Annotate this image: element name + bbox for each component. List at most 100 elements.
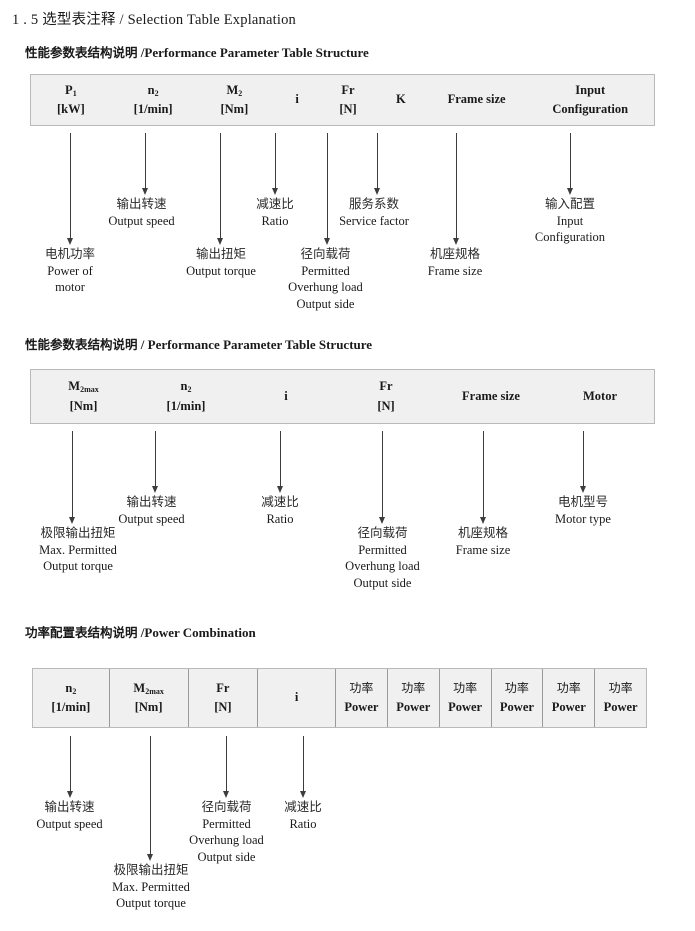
label-cn: 输出转速 [116,196,167,211]
table-cell: 功率 Power [335,669,387,727]
annotation-label: 电机型号 Motor type [538,494,628,527]
table-cell: Frame size [427,75,527,125]
label-cn: 径向载荷 [357,525,408,540]
cell-line-2: Power [344,699,379,714]
annotation-label: 机座规格 Frame size [438,525,528,558]
cell-line-2: Power [551,699,586,714]
cell-line-1: M2 [226,82,243,98]
cell-line-2: K [395,92,406,107]
section-title-cn: 选型表注释 [42,12,116,28]
cell-line-1: Fr [379,379,393,394]
table-cell: n2 [1/min] [136,370,236,423]
table-cell: n2 [1/min] [33,669,109,727]
cell-line-1: Fr [216,680,230,695]
block-heading-en: Power Combination [144,625,256,640]
cell-line-1: M2max [68,379,99,395]
label-en: motor [55,280,85,294]
label-en: Configuration [534,230,606,244]
cell-line-1: M2max [133,680,164,696]
label-en: Overhung load [288,280,363,294]
label-cn: 极限输出扭矩 [40,525,116,540]
arrow-down-icon [378,431,387,524]
block-heading-performance-1: 性能参数表结构说明 /Performance Parameter Table S… [25,42,369,61]
annotation-label: 径向载荷 Permitted Overhung load Output side [268,246,383,312]
label-en: Output speed [118,511,185,526]
label-en: Output torque [116,896,186,910]
label-cn: 减速比 [261,494,299,509]
label-en: Frame size [455,542,511,557]
arrow-down-icon [271,133,280,195]
table-cell: Frame size [436,370,546,423]
table-cell: Motor [546,370,654,423]
cell-line-2: Configuration [552,102,629,116]
block-heading-en: Performance Parameter Table Structure [144,45,369,60]
label-cn: 径向载荷 [300,246,351,261]
annotation-label: 输出扭矩 Output torque [172,246,270,279]
label-en: Output side [296,296,355,311]
table-cell: 功率 Power [542,669,594,727]
label-cn: 输出转速 [126,494,177,509]
annotation-label: 极限输出扭矩 Max. Permitted Output torque [18,525,138,575]
cell-line-2: i [294,690,299,705]
performance-table-2: M2max [Nm] n2 [1/min] i Fr [N] Frame siz… [30,369,655,424]
arrow-down-icon [299,736,308,798]
annotation-label: 输入配置 Input Configuration [515,196,625,246]
cell-line-2: Power [499,699,534,714]
cell-line-1: 功率 [608,681,633,696]
block-heading-performance-2: 性能参数表结构说明 / Performance Parameter Table … [25,334,372,353]
arrow-down-icon [452,133,461,245]
label-en: Ratio [261,213,289,228]
annotation-label: 减速比 Ratio [240,196,310,229]
label-cn: 输出转速 [44,799,95,814]
label-cn: 机座规格 [457,525,508,540]
annotation-label: 机座规格 Frame size [410,246,500,279]
table-cell: 功率 Power [594,669,646,727]
label-en: Overhung load [345,559,420,573]
cell-line-2: Motor [582,388,617,403]
label-cn: 输出扭矩 [195,246,246,261]
cell-line-2: [N] [214,700,232,714]
label-cn: 极限输出扭矩 [113,862,189,877]
table-cell: 功率 Power [438,669,491,727]
table-cell: 功率 Power [386,669,439,727]
table-cell: Fr [N] [187,669,258,727]
annotation-label: 减速比 Ratio [245,494,315,527]
arrow-down-icon [373,133,382,195]
arrow-down-icon [222,736,231,798]
annotation-label: 减速比 Ratio [269,799,337,832]
table-cell: n2 [1/min] [111,75,196,125]
arrow-down-icon [141,133,150,195]
label-cn: 服务系数 [348,196,399,211]
cell-line-2: Power [396,699,431,714]
cell-line-2: i [295,92,299,107]
cell-line-2: [kW] [56,102,85,116]
section-title-separator: / [119,12,124,28]
label-cn: 电机功率 [44,246,95,261]
table-cell: Fr [N] [321,75,375,125]
page-title: 1 . 5 选型表注释 / Selection Table Explanatio… [12,8,296,29]
cell-line-2: [N] [377,398,395,413]
cell-line-1: 功率 [453,681,478,696]
section-number: 1 . 5 [12,12,39,28]
table-cell: M2max [Nm] [108,669,188,727]
label-cn: 减速比 [256,196,294,211]
arrow-down-icon [479,431,488,524]
cell-line-2: [N] [339,102,357,116]
label-cn: 电机型号 [557,494,608,509]
annotation-label: 极限输出扭矩 Max. Permitted Output torque [92,862,210,912]
cell-line-1: 功率 [349,681,374,696]
label-en: Output torque [186,263,256,278]
table-cell: M2max [Nm] [31,370,136,423]
arrow-down-icon [566,133,575,195]
arrow-down-icon [216,133,225,245]
cell-line-2: i [284,388,288,403]
label-cn: 输入配置 [544,196,595,211]
block-heading-cn: 性能参数表结构说明 [25,45,138,60]
cell-line-1: 功率 [504,681,529,696]
label-en: Output side [353,575,412,590]
label-en: Ratio [266,511,294,526]
cell-line-2: Power [448,699,483,714]
arrow-down-icon [276,431,285,493]
cell-line-1: n2 [147,82,159,98]
